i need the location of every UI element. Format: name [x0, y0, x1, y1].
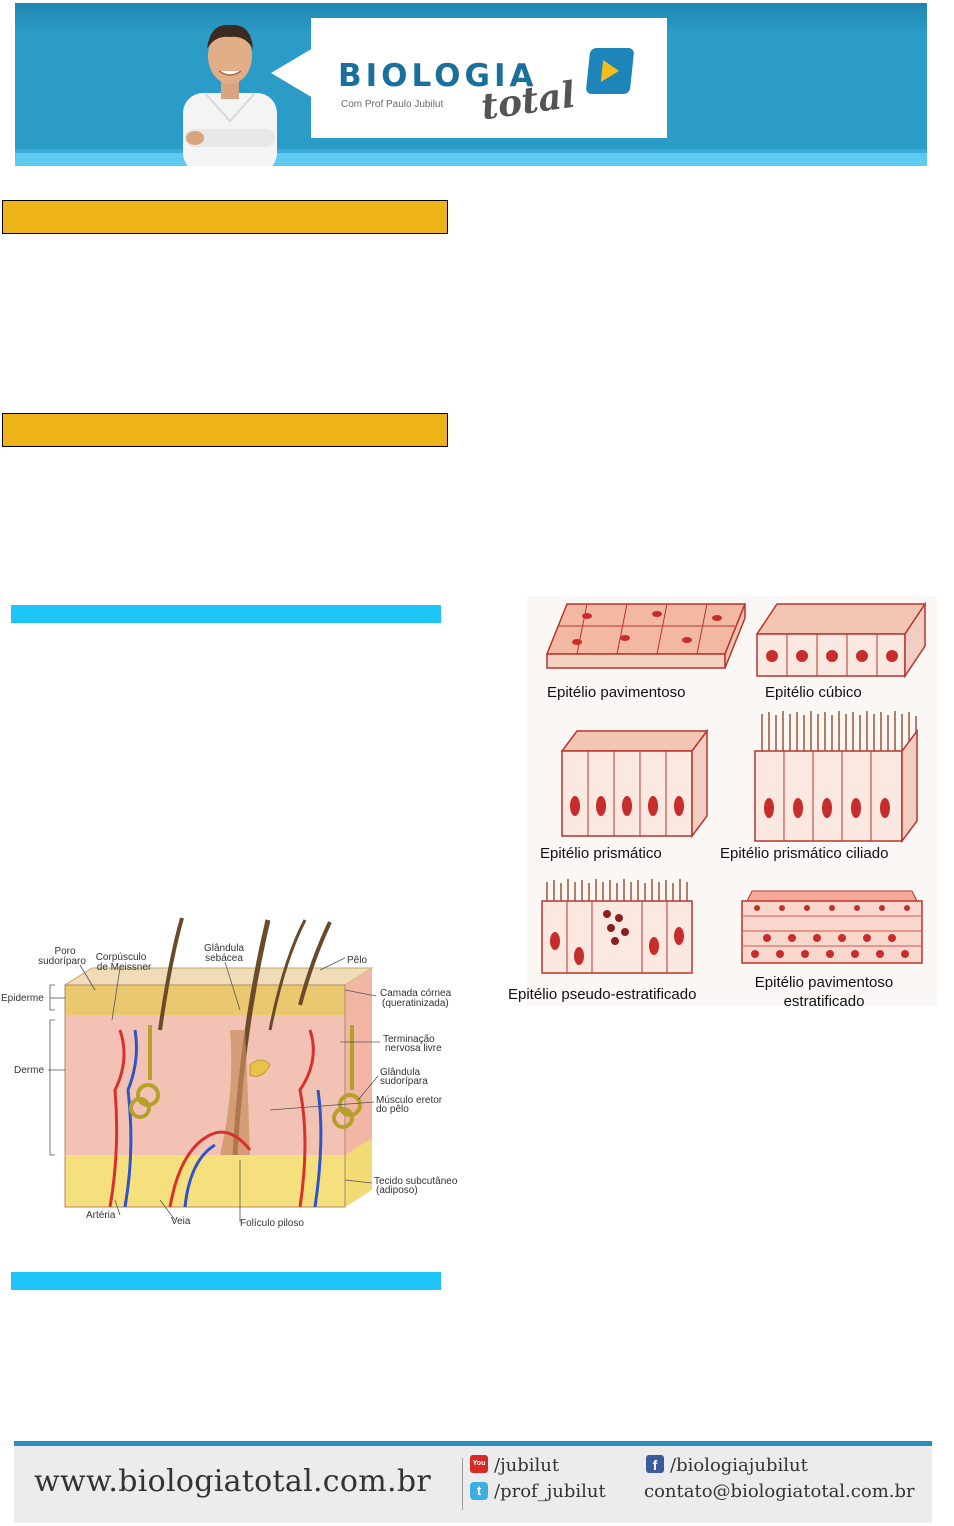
label-epiderme: Epiderme	[1, 993, 44, 1004]
subsection-bar-1	[11, 605, 441, 623]
site-link[interactable]: www.biologiatotal.com.br	[34, 1464, 431, 1499]
label-epitelio-pavimentoso-estratificado: Epitélio pavimentoso	[755, 974, 893, 991]
label-derme: Derme	[14, 1065, 44, 1076]
prismatico-illustration	[562, 731, 707, 836]
play-icon	[586, 48, 635, 94]
teacher-photo	[175, 11, 285, 166]
label-glandula-sudoripara-2: sudorípara	[380, 1076, 428, 1087]
twitter-link[interactable]: /prof_jubilut	[494, 1481, 606, 1502]
label-epitelio-prismatico-ciliado: Epitélio prismático ciliado	[720, 845, 888, 862]
footer: www.biologiatotal.com.br You /jubilut t …	[14, 1441, 932, 1523]
youtube-icon: You	[470, 1455, 488, 1473]
epithelium-types-figure: Epitélio pavimentoso Epitélio cúbico Epi…	[507, 596, 937, 1016]
label-veia: Veia	[171, 1216, 191, 1227]
skin-structure-figure: Poro sudoríparo Corpúsculo de Meissner G…	[0, 910, 475, 1235]
logo: BIOLOGIA Com Prof Paulo Jubilut total	[311, 18, 667, 138]
subsection-bar-2	[11, 1272, 441, 1290]
header-stripe	[15, 153, 927, 166]
section-heading-bar-2	[2, 413, 448, 447]
label-camada-cornea-2: (queratinizada)	[382, 998, 449, 1009]
label-poro-2: sudoríparo	[38, 956, 86, 967]
pavimentoso-illustration	[547, 604, 745, 668]
pavimentoso-estratificado-illustration	[742, 891, 922, 963]
label-epitelio-cubico: Epitélio cúbico	[765, 684, 862, 701]
footer-divider	[462, 1458, 463, 1510]
label-glandula-sebacea-2: sebácea	[205, 953, 243, 964]
facebook-icon: f	[646, 1455, 664, 1473]
email-link[interactable]: contato@biologiatotal.com.br	[644, 1481, 915, 1502]
label-foliculo-piloso: Folículo piloso	[240, 1218, 304, 1229]
label-arteria: Artéria	[86, 1210, 116, 1221]
twitter-icon: t	[470, 1482, 488, 1500]
label-epitelio-pseudo-estratificado: Epitélio pseudo-estratificado	[508, 986, 696, 1003]
label-epitelio-prismatico: Epitélio prismático	[540, 845, 662, 862]
header-banner: BIOLOGIA Com Prof Paulo Jubilut total	[15, 3, 927, 166]
label-terminacao-2: nervosa livre	[385, 1043, 442, 1054]
label-musculo-eretor-2: do pêlo	[376, 1104, 409, 1115]
youtube-link[interactable]: /jubilut	[494, 1455, 559, 1476]
cubico-illustration	[757, 604, 925, 676]
logo-subtitle: Com Prof Paulo Jubilut	[341, 99, 443, 110]
facebook-link[interactable]: /biologiajubilut	[670, 1455, 808, 1476]
label-corpusculo-2: de Meissner	[97, 962, 152, 973]
section-heading-bar-1	[2, 200, 448, 234]
label-epitelio-pavimentoso: Epitélio pavimentoso	[547, 684, 685, 701]
logo-pointer	[271, 48, 313, 98]
label-epitelio-pavimentoso-estratificado-2: estratificado	[784, 993, 865, 1010]
label-pelo: Pêlo	[347, 955, 367, 966]
label-tecido-subcutaneo-2: (adiposo)	[376, 1185, 418, 1196]
